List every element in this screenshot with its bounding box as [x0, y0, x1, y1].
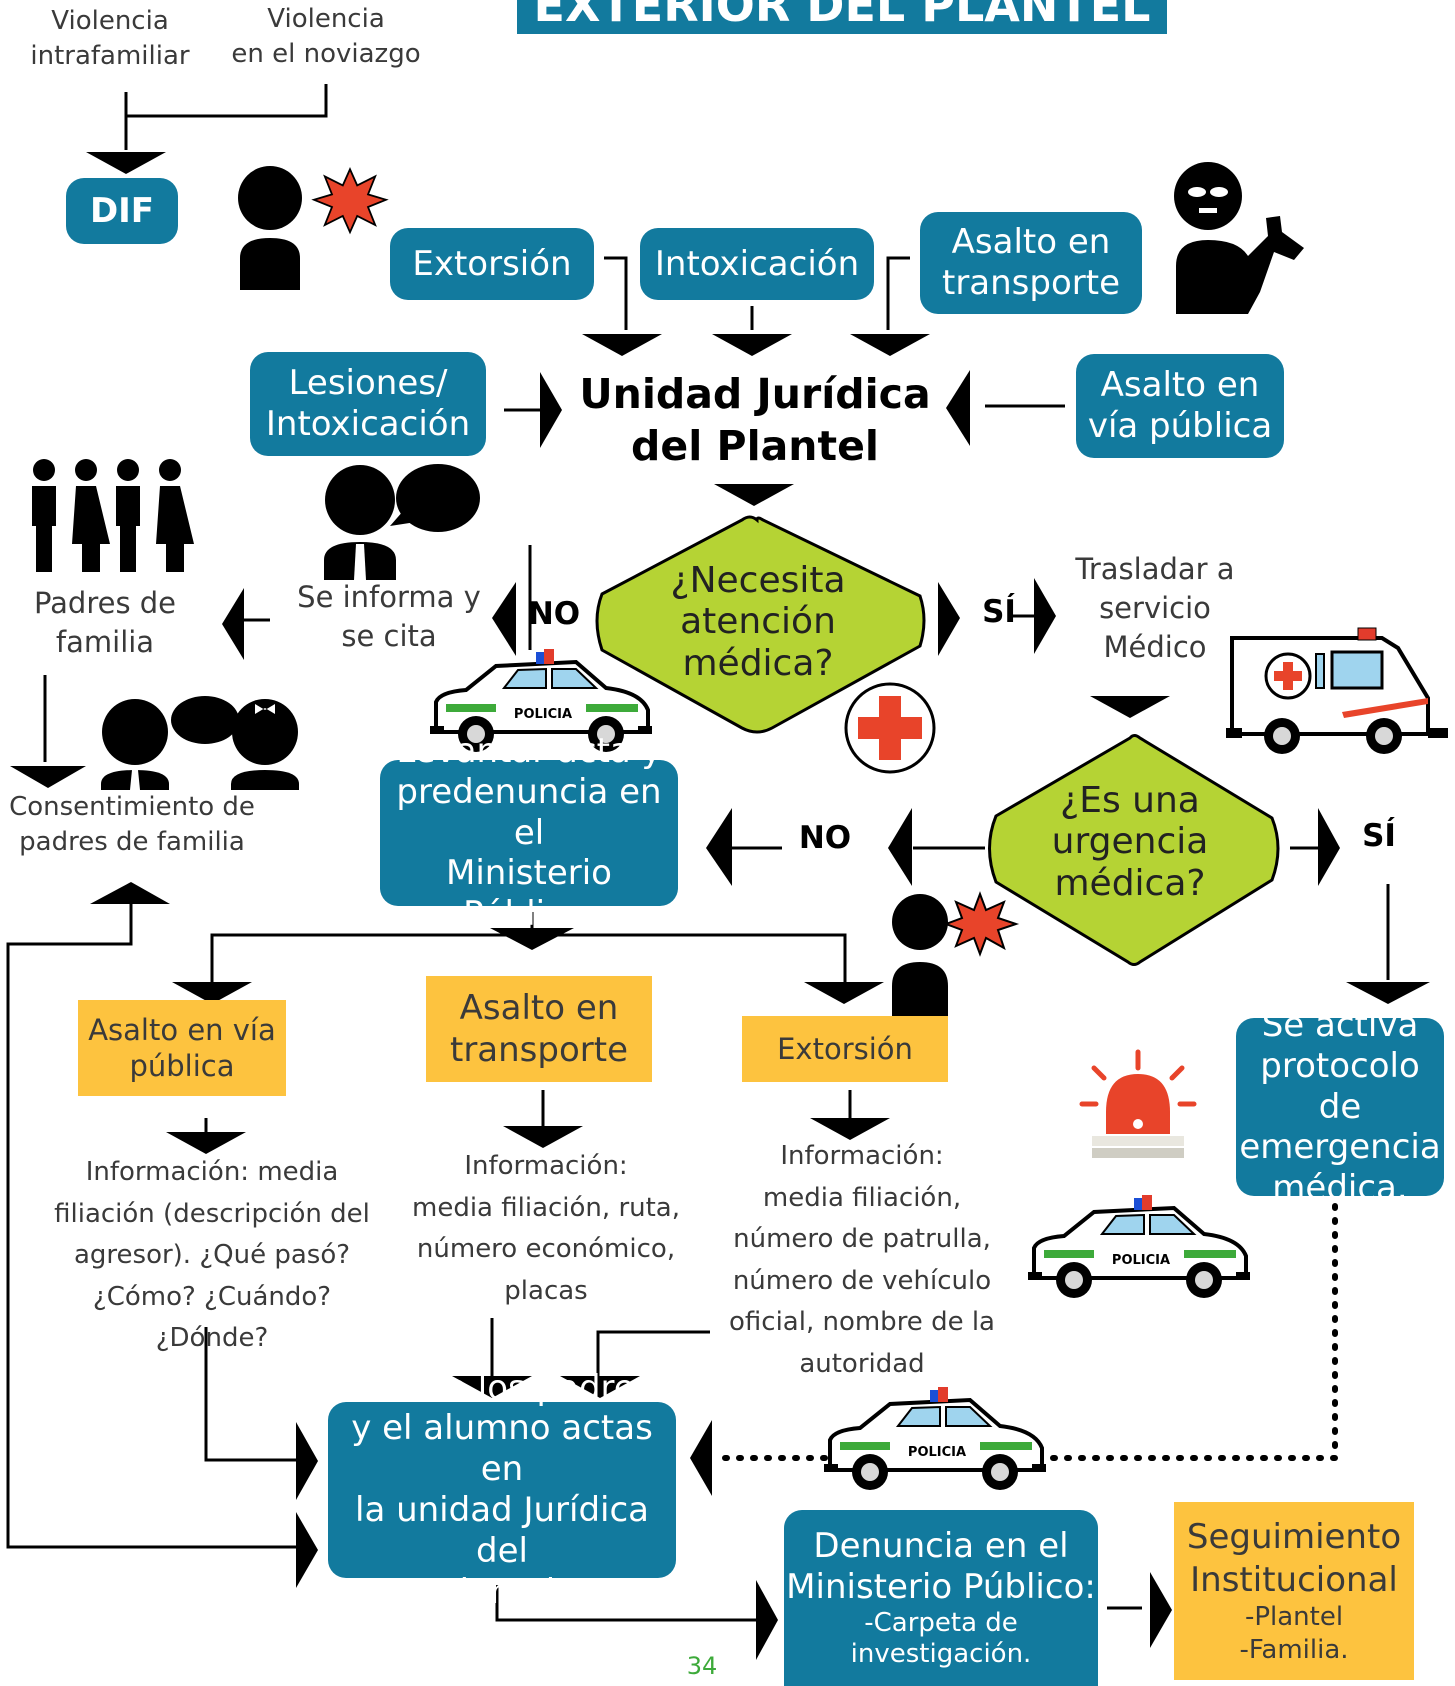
page-title: EXTERIOR DEL PLANTEL — [517, 0, 1167, 34]
people-talking-icon — [324, 464, 480, 580]
dotted-connectors — [711, 1203, 1338, 1461]
red-cross-icon — [844, 682, 936, 774]
people-conversation-icon — [101, 696, 299, 790]
police-car-icon — [1026, 1193, 1252, 1300]
intoxicacion-box: Intoxicación — [640, 228, 874, 300]
extorsion-box: Extorsión — [390, 228, 594, 300]
police-car-icon — [822, 1385, 1048, 1492]
lesiones-box: Lesiones/Intoxicación — [250, 352, 486, 456]
dif-box: DIF — [66, 178, 178, 244]
arrowheads — [10, 152, 1430, 1660]
info-extorsion: Información:media filiación,número de pa… — [728, 1141, 995, 1379]
police-label: POLICIA — [513, 707, 573, 722]
family-icon — [32, 459, 194, 572]
info-asalto-transporte: Información:media filiación, ruta,número… — [412, 1151, 680, 1306]
decision1-no-label: NO — [527, 596, 581, 632]
diamond-1 — [595, 515, 926, 734]
page-number: 34 — [686, 1652, 718, 1680]
person-alert-icon — [892, 891, 1020, 1016]
decision1-si-label: SÍ — [982, 594, 1016, 630]
robber-icon — [1174, 162, 1304, 314]
decision2-no-label: NO — [798, 820, 852, 856]
ambulance-icon — [1226, 627, 1448, 754]
case-extorsion: Extorsión — [742, 1016, 948, 1082]
person-alert-icon — [238, 166, 387, 290]
diamond-2 — [988, 734, 1280, 966]
police-label: POLICIA — [907, 1445, 967, 1460]
siren-icon — [1079, 1049, 1197, 1158]
decision2-si-label: SÍ — [1362, 818, 1396, 854]
police-label: POLICIA — [1111, 1253, 1171, 1268]
